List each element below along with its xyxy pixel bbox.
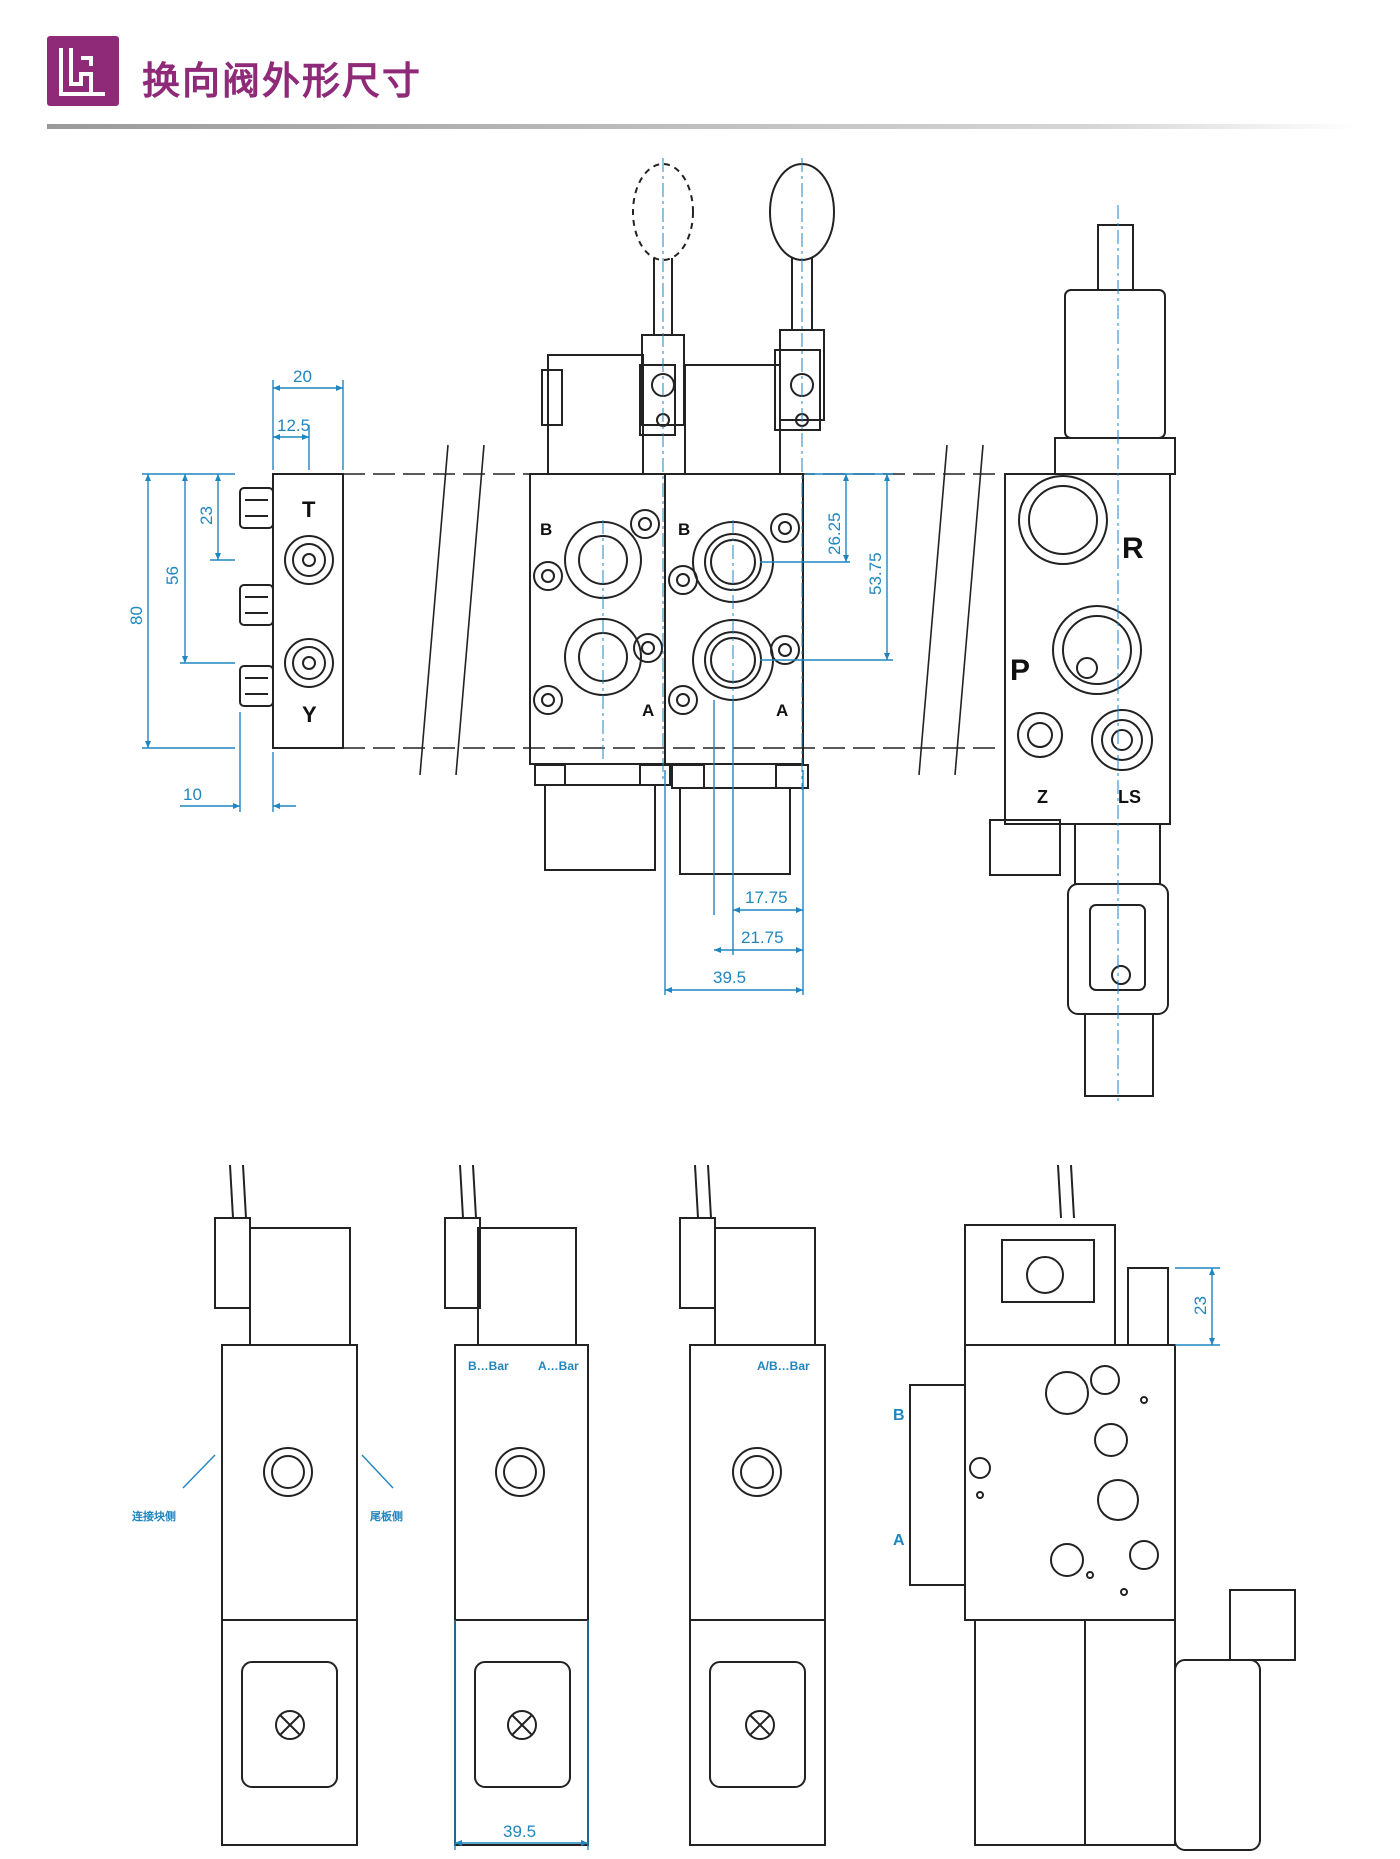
label-connect-side: 连接块侧 (132, 1509, 176, 1523)
dim-53-75: 53.75 (866, 552, 885, 595)
label-a-bar: A…Bar (538, 1359, 579, 1373)
dim-bottom-23: 23 (1191, 1296, 1210, 1315)
label-port-b: B (893, 1407, 905, 1424)
front-dimension-lines (142, 380, 893, 995)
page-header: 换向阀外形尺寸 (47, 36, 1357, 129)
bottom-view-3 (679, 1164, 826, 1846)
port-label-r: R (1122, 532, 1144, 565)
port-label-p: P (1010, 654, 1030, 687)
port-label-a2: A (776, 701, 788, 720)
port-label-y: Y (302, 702, 317, 727)
dim-17-75: 17.75 (745, 888, 788, 907)
label-tail-side: 尾板侧 (369, 1509, 403, 1523)
valve-section-2 (664, 349, 821, 875)
dim-80: 80 (127, 606, 146, 625)
break-marks (419, 444, 984, 776)
end-plate (239, 473, 344, 749)
label-b-bar: B…Bar (468, 1359, 509, 1373)
center-lines (602, 158, 1119, 1105)
dim-56: 56 (163, 566, 182, 585)
port-label-a1: A (642, 701, 654, 720)
port-label-b1: B (540, 520, 552, 539)
bottom-view-1 (214, 1164, 358, 1846)
dim-10: 10 (183, 785, 202, 804)
port-label-b2: B (678, 520, 690, 539)
dim-39-5: 39.5 (713, 968, 746, 987)
header-divider (47, 124, 1357, 129)
label-ab-bar: A/B…Bar (757, 1359, 810, 1373)
dim-26-25: 26.25 (825, 512, 844, 555)
valve-logo-icon (47, 36, 119, 106)
valve-section-1 (529, 354, 676, 871)
page-title: 换向阀外形尺寸 (142, 59, 423, 103)
port-label-ls: LS (1118, 787, 1141, 807)
port-label-z: Z (1037, 787, 1048, 807)
dim-bottom-39-5: 39.5 (503, 1822, 536, 1841)
dim-12-5: 12.5 (277, 416, 310, 435)
bottom-view-2 (444, 1164, 589, 1846)
port-label-t: T (302, 497, 316, 522)
dim-20: 20 (293, 367, 312, 386)
bottom-dimension-lines (182, 1267, 1220, 1850)
dim-21-75: 21.75 (741, 928, 784, 947)
bottom-view-4 (909, 1164, 1296, 1851)
dim-23: 23 (197, 506, 216, 525)
label-port-a: A (893, 1532, 905, 1549)
